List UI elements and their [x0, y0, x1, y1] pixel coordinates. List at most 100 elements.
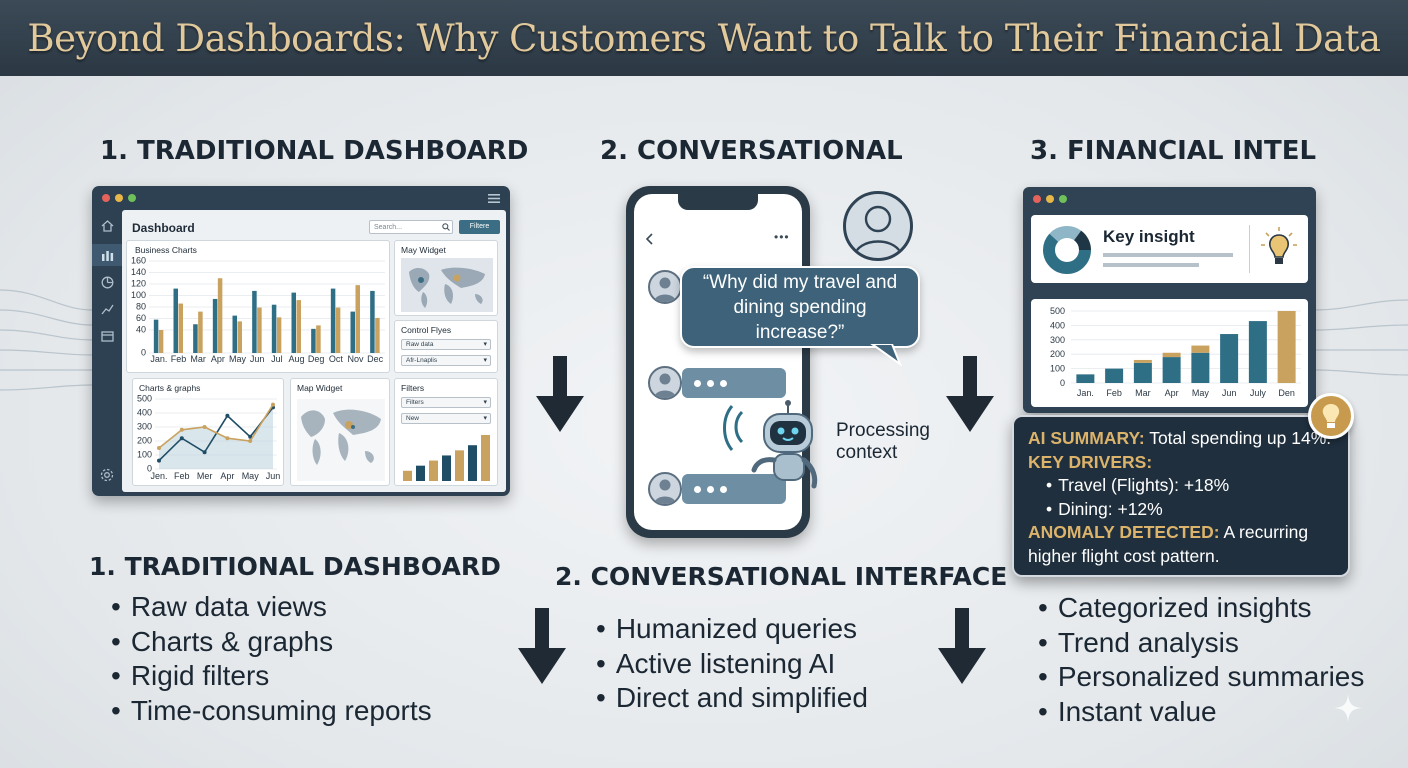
y-tick-label: 60	[136, 313, 146, 323]
home-icon[interactable]	[101, 220, 114, 232]
y-tick-label: 0	[141, 348, 146, 358]
bar	[158, 330, 164, 353]
data-point	[202, 450, 207, 455]
y-tick-label: 300	[137, 422, 152, 432]
dashboard-heading: 1. TRADITIONAL DASHBOARD	[100, 136, 529, 166]
bar	[1133, 362, 1152, 383]
bullet-item: Time-consuming reports	[111, 694, 432, 729]
y-tick-label: 200	[1050, 349, 1065, 359]
ai-summary-text: Total spending up 14%.	[1149, 428, 1332, 448]
data-point	[179, 436, 184, 441]
settings-gear-icon[interactable]	[100, 468, 114, 482]
down-arrow-icon	[946, 356, 994, 432]
data-point	[179, 427, 184, 432]
data-point	[157, 458, 161, 463]
new-select[interactable]: New	[401, 413, 491, 424]
filters-select[interactable]: Filters	[401, 397, 491, 408]
filter-button[interactable]: Filtere	[459, 220, 500, 234]
placeholder-line	[1103, 253, 1233, 257]
x-tick-label: Feb	[1106, 388, 1122, 398]
y-tick-label: 100	[131, 290, 146, 300]
bullet-item: Charts & graphs	[111, 625, 432, 660]
y-tick-label: 80	[136, 302, 146, 312]
x-tick-label: July	[1250, 388, 1267, 398]
filters-bar-chart	[403, 435, 490, 481]
maximize-dot-icon	[1059, 195, 1067, 203]
data-point	[248, 434, 253, 439]
bar-segment	[1162, 352, 1181, 358]
more-options-icon[interactable]: •••	[774, 230, 790, 244]
bar	[375, 317, 380, 353]
charts-graphs-title: Charts & graphs	[139, 383, 201, 393]
raw-data-select[interactable]: Raw data	[401, 339, 491, 350]
bar	[232, 315, 237, 353]
bar	[237, 321, 242, 353]
afr-select[interactable]: Afr-Lnaplis	[401, 355, 491, 366]
customer-avatar	[843, 191, 913, 261]
map-widget-2-title: Map Widget	[297, 383, 343, 393]
area-fill	[159, 404, 273, 469]
bar	[1076, 374, 1095, 383]
menu-icon	[488, 194, 500, 203]
x-tick-label: Nov	[347, 354, 364, 364]
driver-dining: Dining: +12%	[1028, 498, 1334, 522]
key-drivers-label: KEY DRIVERS:	[1028, 451, 1153, 472]
conversational-bullet-list: Humanized queries Active listening AI Di…	[596, 612, 868, 716]
bar-chart-icon[interactable]	[101, 249, 114, 261]
ai-summary-label: AI SUMMARY:	[1028, 428, 1145, 448]
dashboard-content: Dashboard Search... Filtere Business Cha…	[122, 210, 506, 492]
x-tick-label: Jun	[250, 354, 265, 364]
x-tick-label: Jan.	[150, 354, 167, 364]
bar	[416, 465, 425, 481]
lightbulb-icon	[1261, 227, 1297, 264]
data-point	[225, 413, 230, 418]
bar	[296, 300, 301, 353]
back-chevron-icon[interactable]	[646, 233, 654, 245]
bullet-item: Raw data views	[111, 590, 432, 625]
y-tick-label: 500	[1050, 306, 1065, 316]
person-outline-icon	[852, 205, 904, 258]
dashboard-title: Dashboard	[132, 221, 195, 235]
y-tick-label: 40	[136, 325, 146, 335]
bar	[1248, 321, 1267, 383]
y-tick-label: 300	[1050, 335, 1065, 345]
trend-icon[interactable]	[101, 303, 114, 315]
user-query-bubble: “Why did my travel and dining spending i…	[680, 266, 920, 348]
pie-chart-icon[interactable]	[101, 276, 114, 289]
x-tick-label: May	[1192, 388, 1210, 398]
bar	[276, 317, 282, 353]
maximize-dot-icon	[128, 194, 136, 202]
search-input[interactable]: Search...	[369, 220, 453, 234]
down-arrow-icon	[518, 608, 566, 684]
bar	[330, 288, 336, 353]
phone-notch	[678, 194, 758, 210]
person-icon	[654, 373, 676, 398]
bullet-item: Active listening AI	[596, 647, 868, 682]
bar	[212, 298, 218, 353]
bar	[429, 460, 438, 481]
bullet-item: Trend analysis	[1038, 626, 1364, 661]
user-query-text: “Why did my travel and dining spending i…	[702, 271, 898, 343]
ai-summary-card: AI SUMMARY: Total spending up 14%. KEY D…	[1012, 415, 1350, 577]
key-insight-title: Key insight	[1103, 227, 1195, 246]
bar	[193, 324, 198, 353]
x-tick-label: Deg	[308, 354, 325, 364]
calendar-icon[interactable]	[101, 330, 114, 342]
window-controls	[102, 194, 136, 202]
intel-bullet-list: Categorized insights Trend analysis Pers…	[1038, 591, 1365, 729]
sparkle-icon	[1334, 694, 1362, 722]
key-insight-card: Key insight	[1031, 215, 1308, 283]
x-tick-label: Oct	[329, 354, 344, 364]
insight-badge	[1308, 393, 1354, 439]
down-arrow-icon	[938, 608, 986, 684]
user-avatar	[648, 270, 682, 304]
x-tick-label: Mar	[1135, 388, 1151, 398]
data-point	[248, 439, 253, 443]
x-tick-label: Jun	[266, 471, 281, 481]
intel-heading: 3. FINANCIAL INTEL	[1030, 136, 1317, 166]
world-map-2-icon	[297, 399, 385, 481]
